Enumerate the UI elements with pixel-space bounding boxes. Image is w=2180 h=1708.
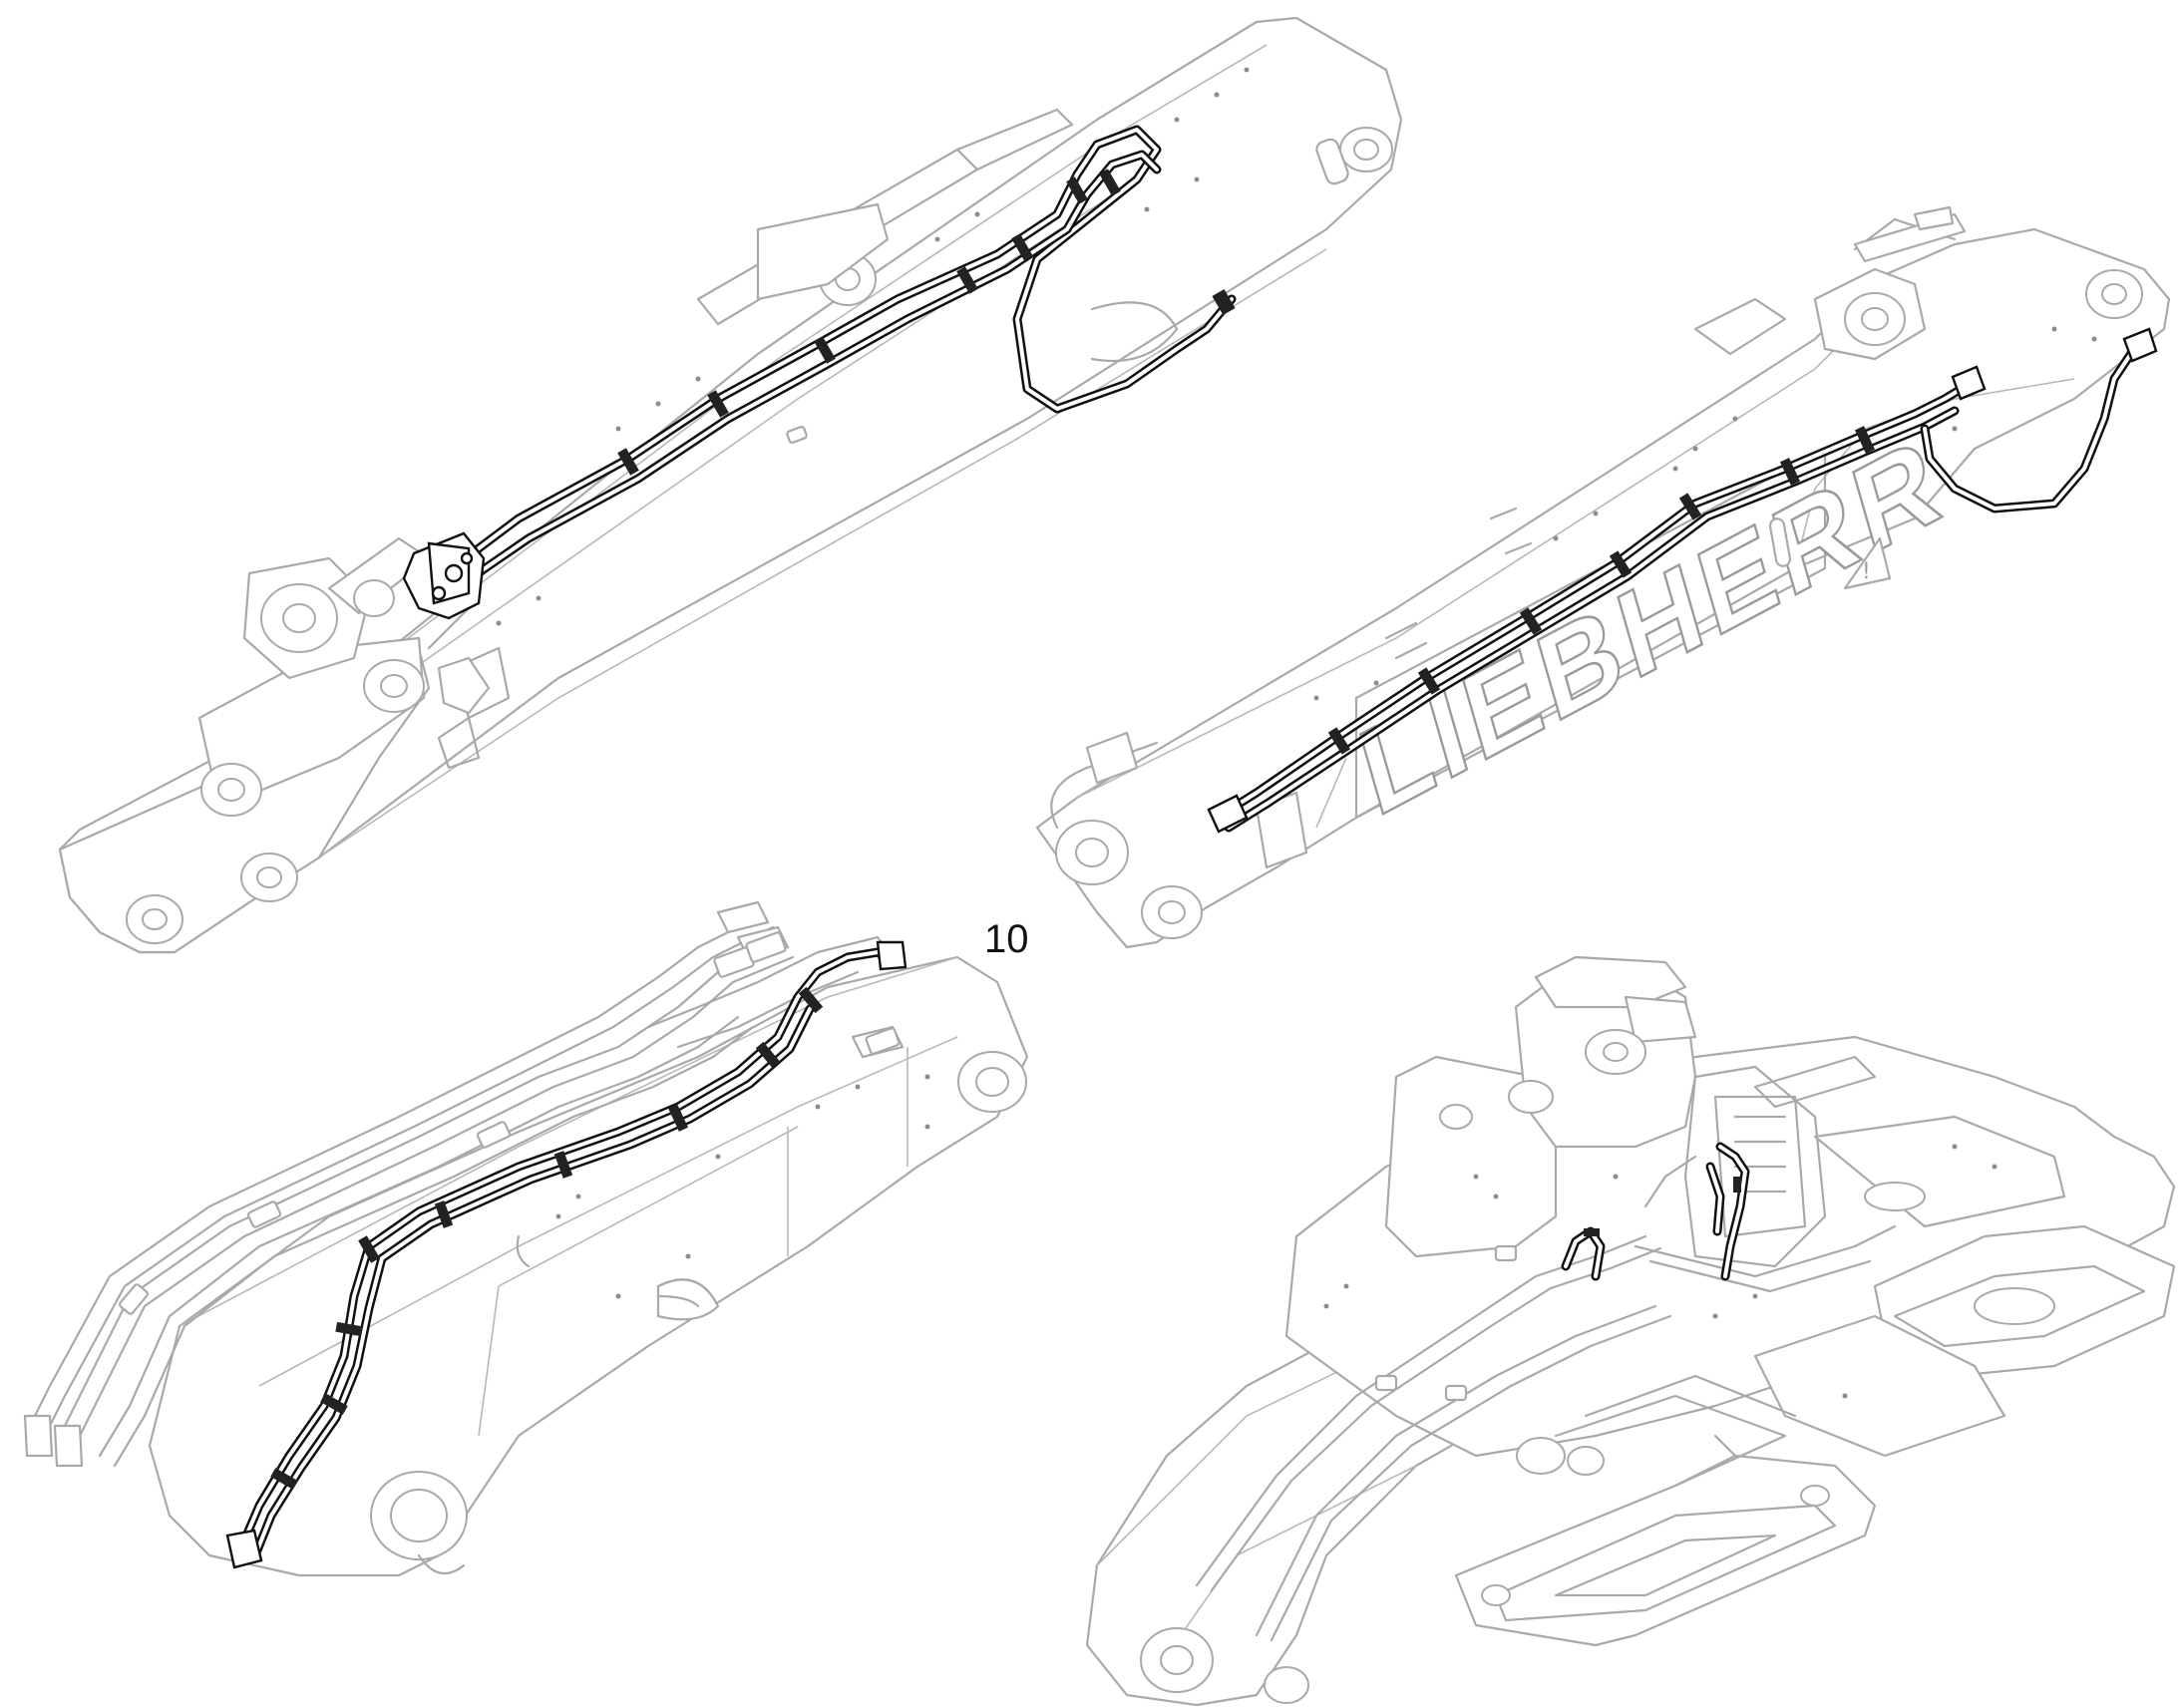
uppercarriage-view-bottom-right bbox=[1085, 955, 2176, 1707]
valve-block-top-left bbox=[402, 531, 486, 620]
boom-view-bottom-left bbox=[23, 900, 1029, 1577]
hose-run-bottom-left bbox=[225, 940, 908, 1569]
svg-text:!: ! bbox=[1863, 557, 1870, 584]
bottom-frame bbox=[1454, 1454, 1877, 1647]
boom-body bbox=[148, 955, 1029, 1577]
warning-triangle-icon bbox=[1843, 536, 1892, 590]
hose-run-top-right bbox=[1207, 327, 2158, 834]
pipe-bundle-bottom-left bbox=[23, 900, 905, 1468]
item-number-label: 10 bbox=[984, 917, 1029, 961]
boom-view-top-left bbox=[58, 16, 1403, 954]
boom-view-top-right: LIEBHERR ! bbox=[1035, 205, 2171, 949]
hose-run-top-left bbox=[434, 125, 1237, 598]
hose-run-bottom-right bbox=[1561, 1142, 1750, 1281]
